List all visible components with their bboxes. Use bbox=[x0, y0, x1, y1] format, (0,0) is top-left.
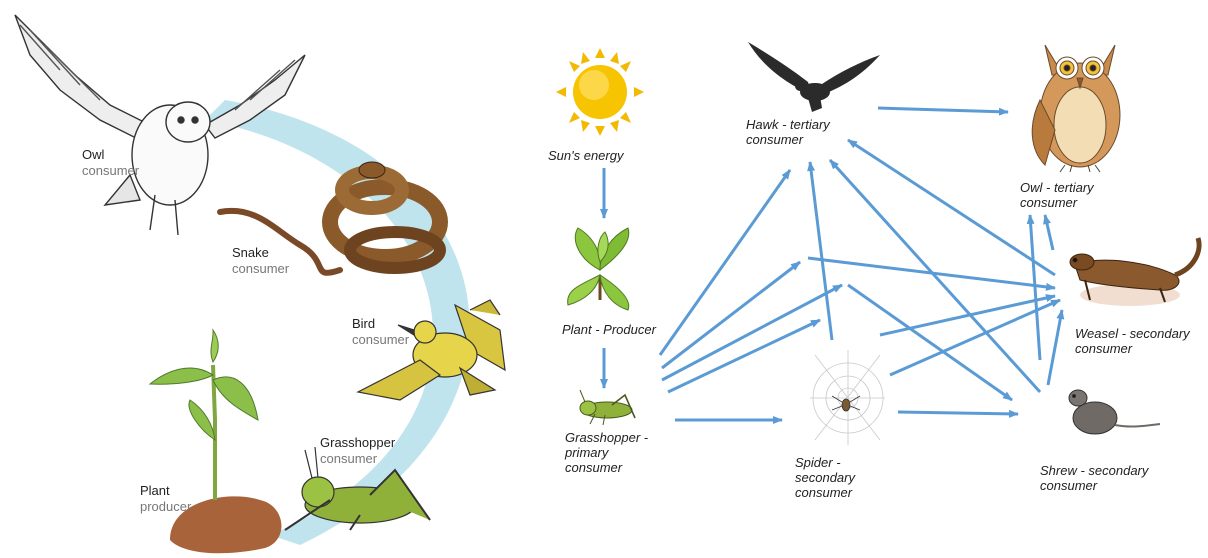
arrow-weasel-to-owl-a bbox=[1030, 215, 1040, 360]
hawk-line-1: Hawk - tertiary bbox=[746, 117, 830, 132]
label-spider: Spider - secondary consumer bbox=[795, 455, 855, 500]
label-owl-tertiary: Owl - tertiary consumer bbox=[1020, 180, 1094, 210]
arrow-shrew-to-weasel bbox=[1048, 310, 1062, 385]
snake-role: consumer bbox=[232, 261, 289, 277]
food-chain-illustration bbox=[0, 0, 600, 558]
grasshopper-name: Grasshopper bbox=[320, 435, 395, 450]
spider-line-2: secondary bbox=[795, 470, 855, 485]
label-weasel: Weasel - secondary consumer bbox=[1075, 326, 1190, 356]
arrow-grasshopper-to-spider-mid bbox=[662, 285, 842, 380]
spider-line-3: consumer bbox=[795, 485, 855, 500]
label-owl-chain: Owl consumer bbox=[82, 147, 139, 179]
arrow-grasshopper-to-hawk bbox=[660, 170, 790, 355]
arrow-grasshopper-to-weasel bbox=[668, 320, 820, 392]
grasshopper-line-1: Grasshopper - bbox=[565, 430, 648, 445]
label-grasshopper-chain: Grasshopper consumer bbox=[320, 435, 395, 467]
plant-line-1: Plant - Producer bbox=[562, 322, 656, 337]
snake-name: Snake bbox=[232, 245, 269, 260]
arrow-spider-to-shrew bbox=[898, 412, 1018, 414]
weasel-line-1: Weasel - secondary bbox=[1075, 326, 1190, 341]
grasshopper-line-2: primary bbox=[565, 445, 648, 460]
grasshopper-line-3: consumer bbox=[565, 460, 648, 475]
plant-illustration bbox=[150, 330, 281, 553]
label-shrew: Shrew - secondary consumer bbox=[1040, 463, 1148, 493]
spider-line-1: Spider - bbox=[795, 455, 855, 470]
arrow-spider-to-weasel-b bbox=[880, 296, 1055, 335]
owl-line-2: consumer bbox=[1020, 195, 1094, 210]
plant-name: Plant bbox=[140, 483, 170, 498]
label-bird-chain: Bird consumer bbox=[352, 316, 409, 348]
owl-name: Owl bbox=[82, 147, 104, 162]
plant-role: producer bbox=[140, 499, 191, 515]
hawk-illustration bbox=[748, 42, 880, 112]
food-web-arrows bbox=[604, 108, 1062, 420]
arrow-spider-to-weasel bbox=[890, 300, 1060, 375]
label-grasshopper-primary: Grasshopper - primary consumer bbox=[565, 430, 648, 475]
hawk-line-2: consumer bbox=[746, 132, 830, 147]
spider-web-illustration bbox=[810, 350, 885, 445]
arrow-shrew-to-hawk bbox=[830, 160, 1040, 392]
arrow-to-shrew-from-plant-side bbox=[848, 285, 1012, 400]
arrow-spider-to-hawk bbox=[810, 162, 832, 340]
arrow-weasel-cross bbox=[808, 258, 1055, 288]
sun-line-1: Sun's energy bbox=[548, 148, 623, 163]
owl-line-1: Owl - tertiary bbox=[1020, 180, 1094, 195]
bird-role: consumer bbox=[352, 332, 409, 348]
arrow-grasshopper-to-weasel-mid bbox=[662, 262, 800, 368]
grasshopper-role: consumer bbox=[320, 451, 395, 467]
shrew-illustration bbox=[1069, 390, 1160, 434]
label-sun: Sun's energy bbox=[548, 148, 623, 163]
bird-name: Bird bbox=[352, 316, 375, 331]
weasel-illustration bbox=[1070, 238, 1199, 306]
shrew-line-1: Shrew - secondary bbox=[1040, 463, 1148, 478]
owl-role: consumer bbox=[82, 163, 139, 179]
label-snake-chain: Snake consumer bbox=[232, 245, 289, 277]
label-plant-producer: Plant - Producer bbox=[562, 322, 656, 337]
arrow-weasel-to-owl-b bbox=[1045, 215, 1053, 250]
arrow-hawk-to-owl bbox=[878, 108, 1008, 112]
weasel-line-2: consumer bbox=[1075, 341, 1190, 356]
label-plant-chain: Plant producer bbox=[140, 483, 191, 515]
owl-cartoon-illustration bbox=[1032, 45, 1120, 172]
shrew-line-2: consumer bbox=[1040, 478, 1148, 493]
label-hawk: Hawk - tertiary consumer bbox=[746, 117, 830, 147]
